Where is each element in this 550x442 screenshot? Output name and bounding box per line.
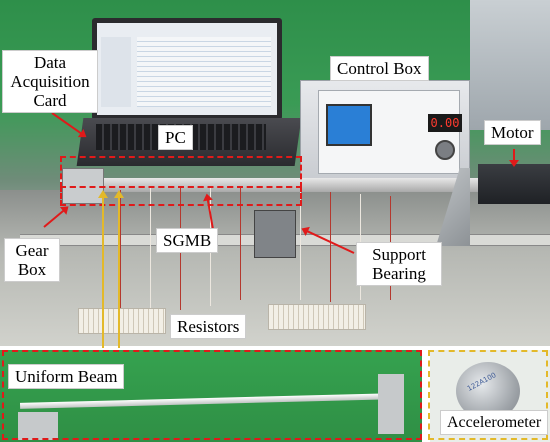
wire [300,190,301,300]
label-uniform-beam: Uniform Beam [8,364,125,389]
label-control-box: Control Box [330,56,429,81]
label-data-acquisition-card: Data Acquisition Card [2,50,98,113]
label-accelerometer: Accelerometer [440,410,549,435]
accelerometer-inset-border [428,350,548,440]
wire [120,190,121,310]
laptop-screen [92,18,282,120]
software-data-grid [137,37,271,107]
label-sgmb: SGMB [156,228,219,253]
beam-clamp-right [378,374,404,434]
arrow-data-card [51,112,86,137]
uniform-beam-inset-border [2,350,422,440]
rotor-shaft [60,178,490,192]
wire [150,188,151,312]
background-wall [470,0,550,130]
wire [330,192,331,302]
control-box-touchscreen [326,104,372,146]
label-pc: PC [158,125,193,150]
label-resistors: Resistors [170,314,247,339]
label-support-bearing: Support Bearing [356,242,442,286]
wire [240,188,241,300]
controller-display: 0.00 [428,114,462,132]
beam-clamp-left [18,412,58,440]
resistor-breadboard [78,308,166,334]
sgmb-highlight-box [60,186,302,206]
label-gear-box: Gear Box [4,238,60,282]
uniform-beam-pointer [114,190,124,348]
software-sidebar [101,37,131,107]
pc-highlight-box [60,156,302,188]
resistor-breadboard [268,304,366,330]
motor-device [478,164,550,204]
test-rig-photo: 0.00 [0,0,550,346]
controller-knob [435,140,455,160]
label-motor: Motor [484,120,541,145]
arrow-motor [513,149,515,165]
uniform-beam-pointer [98,190,108,348]
support-bearing-device [254,210,296,258]
